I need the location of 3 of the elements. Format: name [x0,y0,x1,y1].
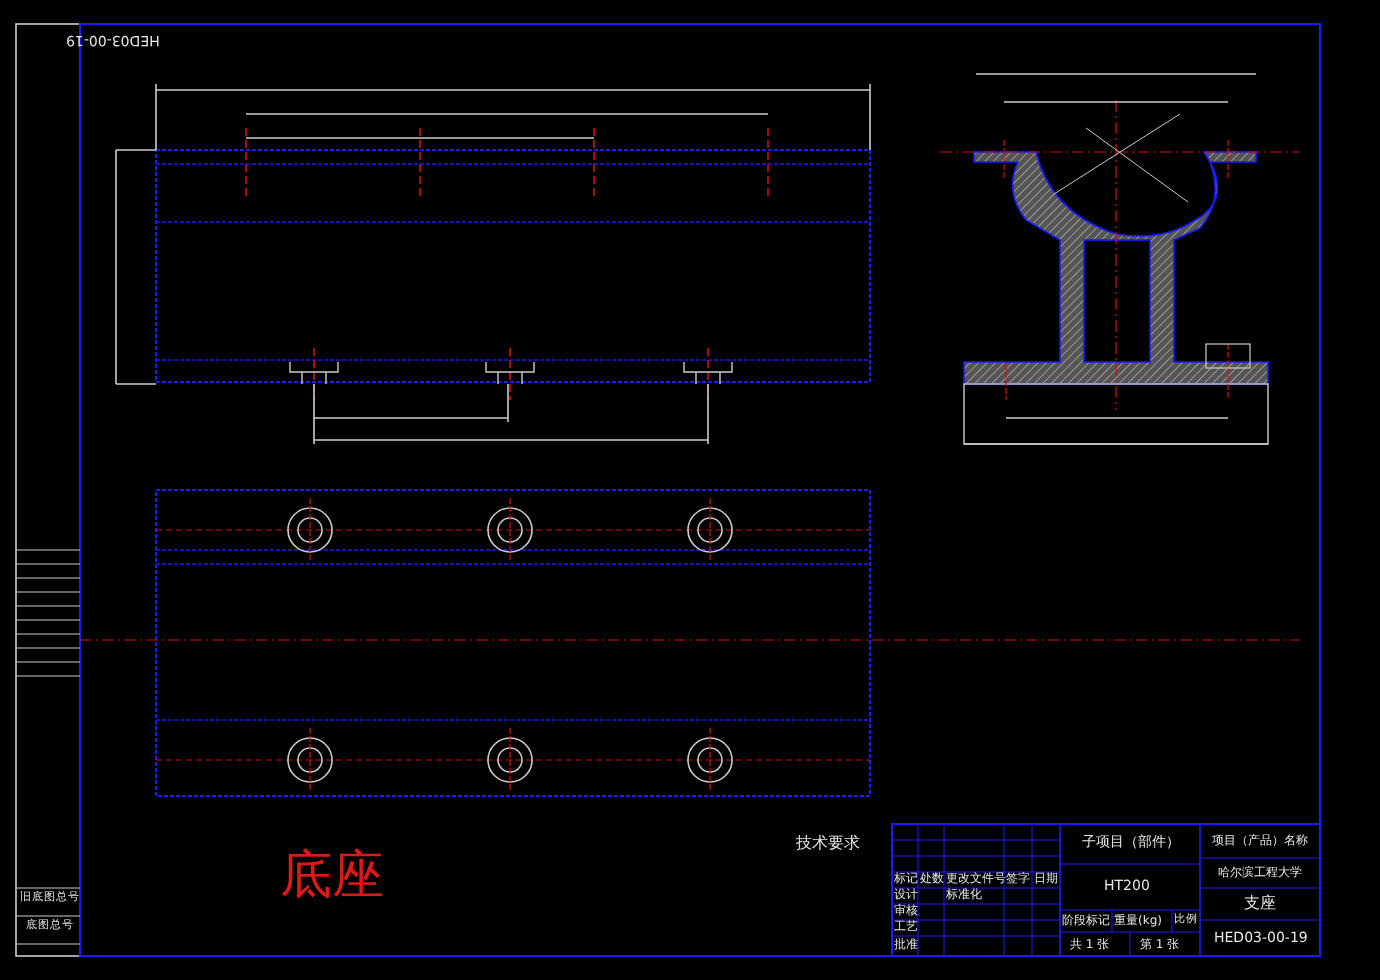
part-name: 底座 [280,850,384,902]
drawing-title: 支座 [1244,896,1276,912]
heading: 技术要求 [796,836,860,852]
